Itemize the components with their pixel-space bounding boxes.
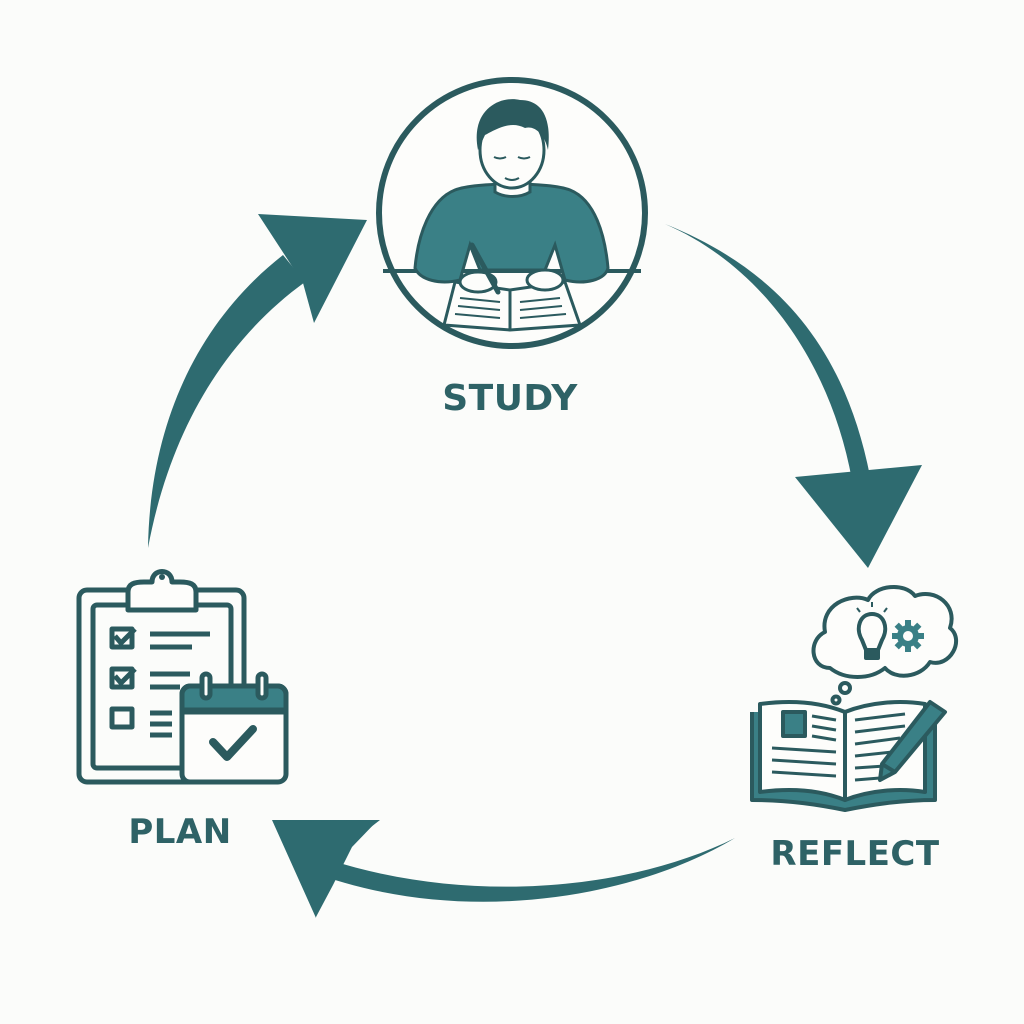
lightbulb-icon	[856, 602, 888, 660]
arrow-study-to-reflect	[665, 224, 922, 568]
arrow-reflect-to-plan	[272, 820, 735, 918]
student-writing-in-book-icon	[376, 77, 648, 349]
clipboard-checklist-with-calendar-icon	[76, 569, 289, 785]
stage-label-reflect: REFLECT	[770, 834, 940, 874]
gear-icon	[892, 620, 924, 652]
open-journal-with-pen-and-thought-bubble-icon	[750, 585, 958, 812]
arrow-plan-to-study	[148, 214, 367, 548]
stage-label-plan: PLAN	[128, 812, 232, 852]
stage-label-study: STUDY	[442, 378, 578, 419]
pen-icon	[878, 700, 947, 782]
